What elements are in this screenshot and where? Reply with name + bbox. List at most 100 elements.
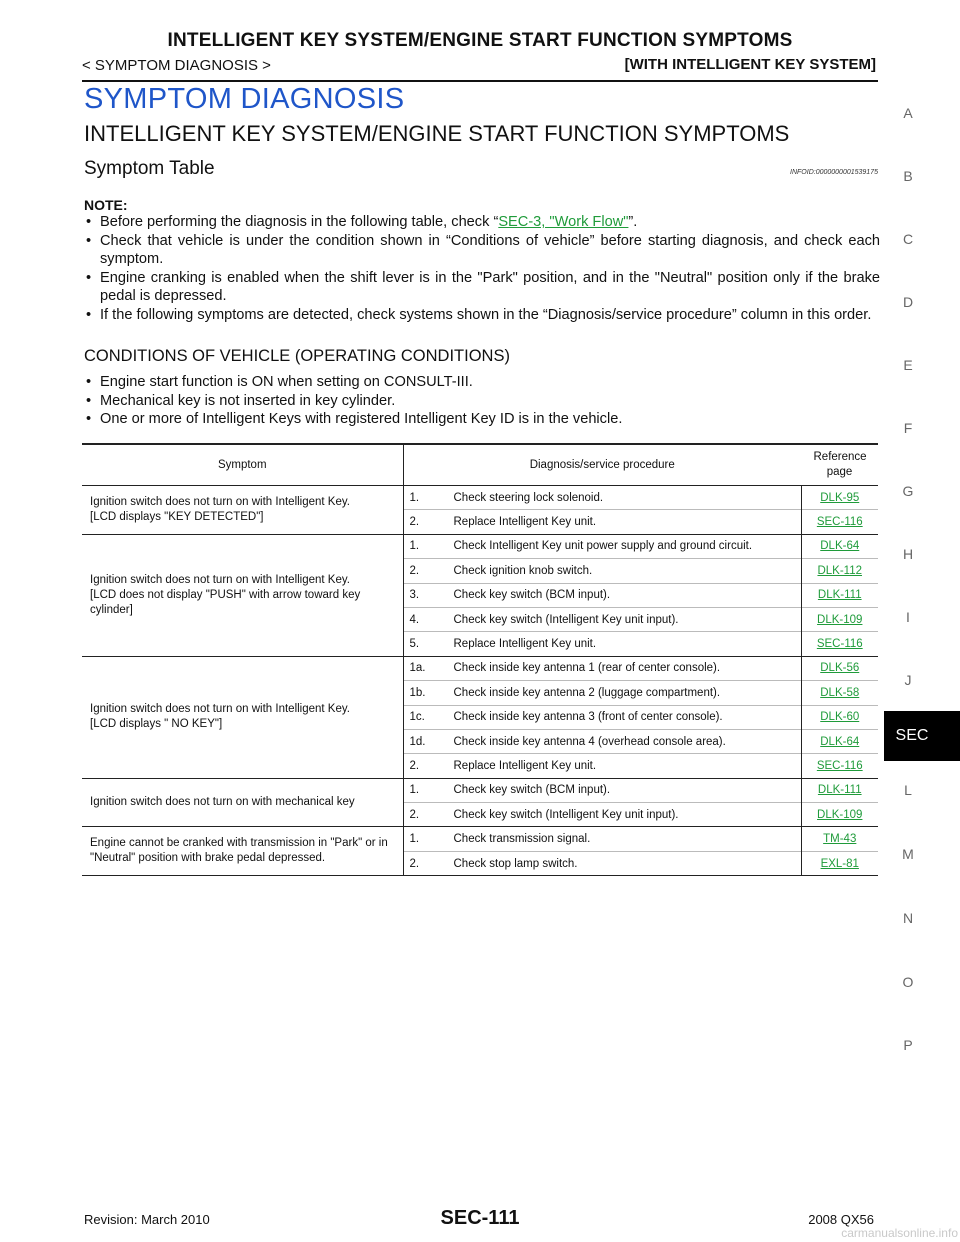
work-flow-link[interactable]: SEC-3, "Work Flow" <box>498 214 629 230</box>
header-reference-label: Reference page <box>813 451 867 478</box>
procedure-cell: 5.Replace Intelligent Key unit. <box>402 631 801 657</box>
step-text: Check key switch (Intelligent Key unit i… <box>453 808 679 821</box>
table-row: 1d.Check inside key antenna 4 (overhead … <box>82 728 878 754</box>
procedure-cell: 2.Replace Intelligent Key unit. <box>402 753 801 779</box>
procedure-cell: 1b. Check inside key antenna 2 (luggage c… <box>402 680 801 706</box>
footer-model: 2008 QX56 <box>808 1212 874 1227</box>
procedure-cell: 1. Check Intelligent Key unit power suppl… <box>402 534 801 559</box>
procedure-cell: 3.Check key switch (BCM input). <box>402 582 801 608</box>
reference-cell: DLK-58 <box>800 680 878 706</box>
reference-link[interactable]: DLK-64 <box>820 540 860 553</box>
side-index-letter[interactable]: P <box>903 1037 913 1053</box>
procedure-cell: 1. Check steering lock solenoid. <box>402 485 801 510</box>
reference-link[interactable]: DLK-64 <box>820 735 860 748</box>
side-index-letter[interactable]: F <box>903 420 913 436</box>
subsection-title: INTELLIGENT KEY SYSTEM/ENGINE START FUNC… <box>84 121 790 146</box>
step-text: Check inside key antenna 1 (rear of cent… <box>453 662 721 675</box>
reference-cell: DLK-64 <box>800 728 878 754</box>
step-number: 1. <box>409 540 420 553</box>
step-text: Check Intelligent Key unit power supply … <box>453 540 753 553</box>
step-text: Check ignition knob switch. <box>453 564 593 577</box>
reference-link[interactable]: DLK-111 <box>817 589 862 602</box>
section-title: SYMPTOM DIAGNOSIS <box>84 83 405 115</box>
step-text: Check stop lamp switch. <box>453 857 578 870</box>
side-index-letter[interactable]: M <box>902 846 914 862</box>
procedure-cell: 1c.Check inside key antenna 3 (front of … <box>402 704 801 730</box>
procedure-cell: 1a.Check inside key antenna 1 (rear of c… <box>402 656 801 681</box>
reference-link[interactable]: DLK-95 <box>820 491 860 504</box>
side-index-letter[interactable]: N <box>902 910 914 926</box>
side-index-letter[interactable]: E <box>903 357 913 373</box>
table-row: Ignition switch does not turn on with In… <box>82 656 878 779</box>
side-index-letter[interactable]: D <box>902 294 914 310</box>
step-text: Replace Intelligent Key unit. <box>453 638 597 651</box>
procedure-cell: 2.Check stop lamp switch. <box>402 850 801 877</box>
side-index-letter[interactable]: H <box>902 546 914 562</box>
table-row: 2. Check key switch (Intelligent Key unit… <box>82 802 878 828</box>
step-text: Replace Intelligent Key unit. <box>453 516 597 529</box>
reference-link[interactable]: DLK-111 <box>817 784 862 797</box>
side-index-letter[interactable]: G <box>902 483 914 499</box>
header-breadcrumb: < SYMPTOM DIAGNOSIS > <box>82 57 271 74</box>
reference-link[interactable]: DLK-112 <box>817 564 863 577</box>
reference-link[interactable]: DLK-109 <box>817 808 863 821</box>
procedure-cell: 2. Check key switch (Intelligent Key unit… <box>402 802 801 828</box>
table-row: 2.Replace Intelligent Key unit.SEC-116 <box>82 509 878 535</box>
side-index-letter[interactable]: L <box>904 782 912 798</box>
table-row: 2.Replace Intelligent Key unit. SEC-116 <box>82 753 878 779</box>
section-tab-sec[interactable]: SEC <box>884 711 960 761</box>
step-text: Check transmission signal. <box>453 833 591 846</box>
symptom-cell: Ignition switch does not turn on with me… <box>82 778 403 828</box>
reference-cell: SEC-116 <box>800 753 878 779</box>
reference-link[interactable]: SEC-116 <box>816 638 863 651</box>
table-row: Ignition switch does not turn on with In… <box>82 534 878 657</box>
section-tab-label: SEC <box>895 727 929 744</box>
reference-cell: EXL-81 <box>800 850 878 877</box>
side-index-letter[interactable]: B <box>903 168 913 184</box>
reference-link[interactable]: DLK-109 <box>817 613 863 626</box>
reference-link[interactable]: DLK-58 <box>820 686 860 699</box>
footer-revision: Revision: March 2010 <box>84 1212 210 1227</box>
step-text: Check inside key antenna 4 (overhead con… <box>453 735 726 748</box>
side-index-letter[interactable]: A <box>903 105 913 121</box>
header-system-label: [WITH INTELLIGENT KEY SYSTEM] <box>624 56 876 73</box>
step-number: 1. <box>409 833 420 846</box>
side-index-letter[interactable]: J <box>904 672 912 688</box>
header-reference: Reference page <box>801 444 878 486</box>
table-row: Ignition switch does not turn on with me… <box>82 778 878 828</box>
page-header-title: INTELLIGENT KEY SYSTEM/ENGINE START FUNC… <box>167 30 793 51</box>
symptom-cell: Ignition switch does not turn on with In… <box>82 534 403 657</box>
note-label: NOTE: <box>84 197 128 213</box>
condition-item: One or more of Intelligent Keys with reg… <box>84 410 880 429</box>
side-index-letter[interactable]: I <box>906 609 910 625</box>
procedure-cell: 4.Check key switch (Intelligent Key unit… <box>402 606 801 632</box>
reference-link[interactable]: SEC-116 <box>816 759 863 772</box>
reference-cell: DLK-60 <box>800 704 878 730</box>
step-text: Check steering lock solenoid. <box>453 491 604 504</box>
step-text: Check inside key antenna 3 (front of cen… <box>453 711 723 724</box>
symptom-table: Symptom Diagnosis/service procedure Refe… <box>82 443 878 877</box>
step-number: 1b. <box>409 686 426 699</box>
step-text: Replace Intelligent Key unit. <box>453 759 597 772</box>
side-index-letter[interactable]: O <box>902 974 914 990</box>
conditions-title: CONDITIONS OF VEHICLE (OPERATING CONDITI… <box>84 347 510 365</box>
step-text: Check inside key antenna 2 (luggage comp… <box>453 686 721 699</box>
header-symptom: Symptom <box>82 444 403 486</box>
reference-link[interactable]: TM-43 <box>823 833 857 846</box>
conditions-list: Engine start function is ON when setting… <box>84 373 880 429</box>
info-id: INFOID:0000000001539175 <box>790 169 878 176</box>
reference-link[interactable]: DLK-60 <box>820 711 860 724</box>
table-row: 2.Check stop lamp switch. EXL-81 <box>82 850 878 877</box>
table-row: 5.Replace Intelligent Key unit. SEC-116 <box>82 631 878 657</box>
table-row: 4.Check key switch (Intelligent Key unit… <box>82 606 878 632</box>
reference-link[interactable]: EXL-81 <box>820 857 859 870</box>
side-index-letter[interactable]: C <box>902 231 914 247</box>
header-divider <box>82 80 878 82</box>
step-number: 2. <box>409 808 420 821</box>
reference-link[interactable]: DLK-56 <box>820 662 860 675</box>
reference-cell: DLK-112 <box>800 558 878 584</box>
reference-link[interactable]: SEC-116 <box>816 516 863 529</box>
table-row: Engine cannot be cranked with transmissi… <box>82 826 878 877</box>
reference-cell: DLK-111 <box>800 582 878 608</box>
step-number: 1. <box>409 491 420 504</box>
